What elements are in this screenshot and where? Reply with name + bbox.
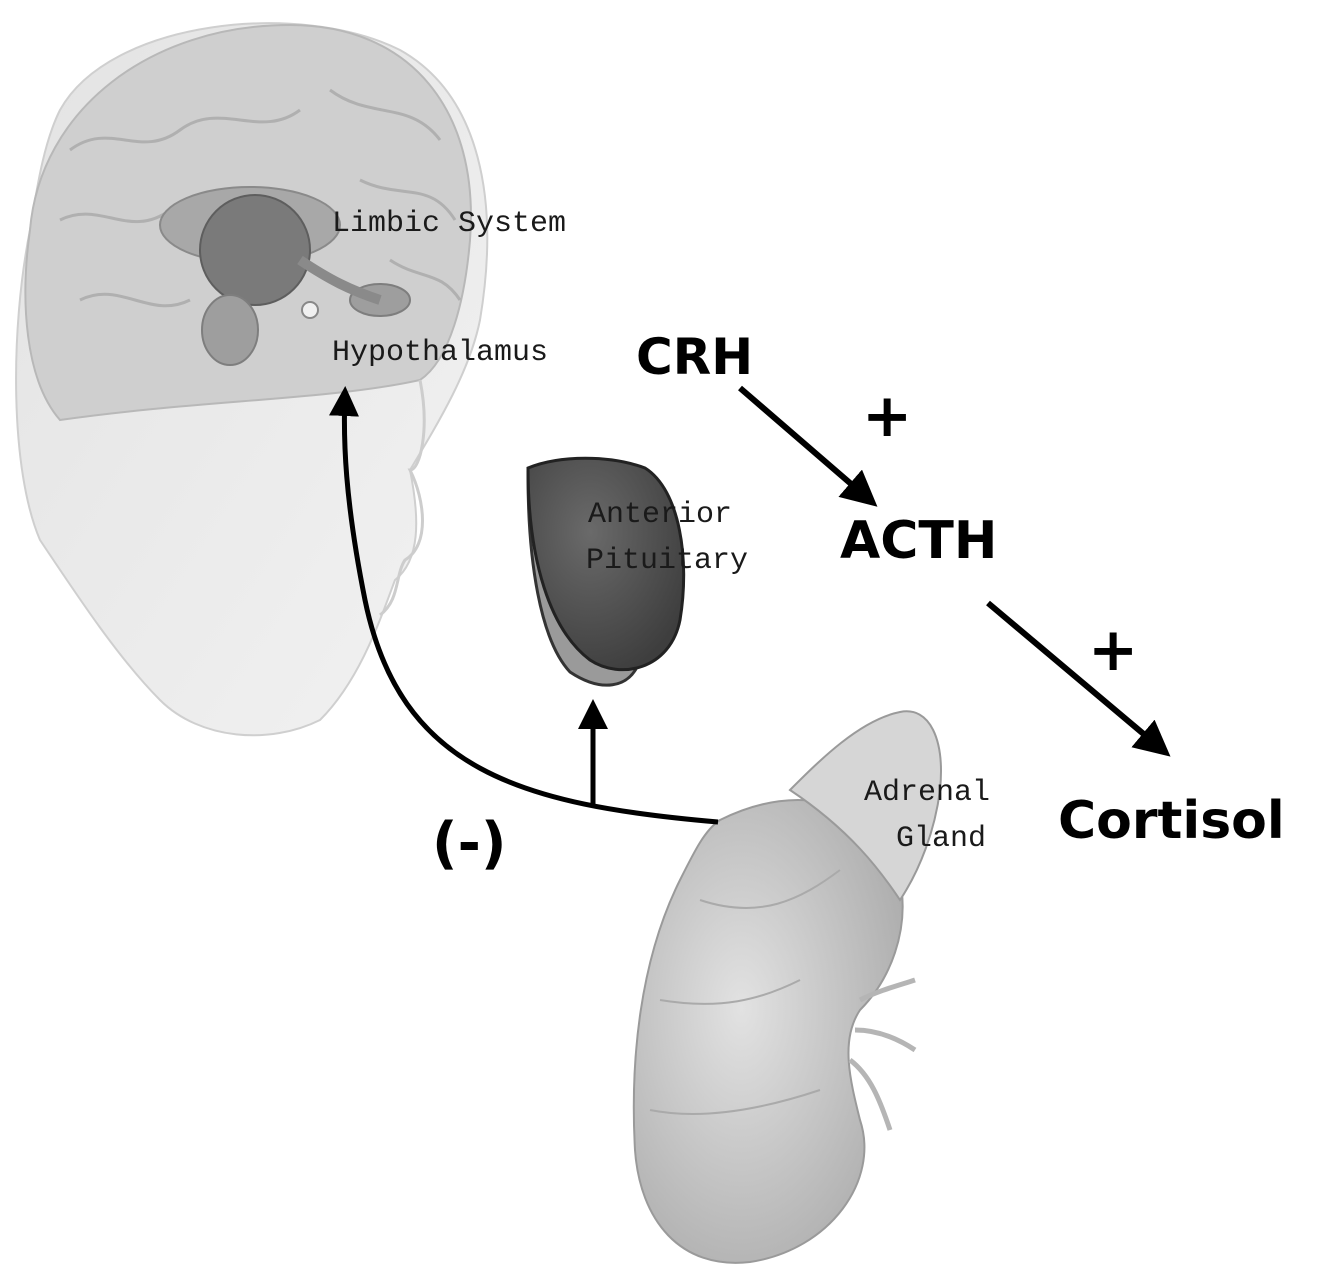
adrenal-gland-label-line1: Adrenal [864,776,990,810]
acth-label: ACTH [840,511,997,571]
crh-label: CRH [636,328,753,386]
head-illustration [16,23,487,735]
anterior-pituitary-label-line1: Anterior [588,498,732,532]
plus-sign-crh-acth: + [862,381,912,451]
arrows [344,388,1165,822]
limbic-system-label: Limbic System [332,207,566,241]
arrow-acth-to-cortisol [988,603,1165,752]
arrow-crh-to-acth [740,388,872,502]
plus-sign-acth-cortisol: + [1088,615,1138,685]
adrenal-gland-label-line2: Gland [896,822,986,856]
negative-feedback-label: (-) [432,811,506,876]
cortisol-label: Cortisol [1058,791,1285,851]
anterior-pituitary-label-line2: Pituitary [586,544,748,578]
hypothalamus-label: Hypothalamus [332,336,548,370]
